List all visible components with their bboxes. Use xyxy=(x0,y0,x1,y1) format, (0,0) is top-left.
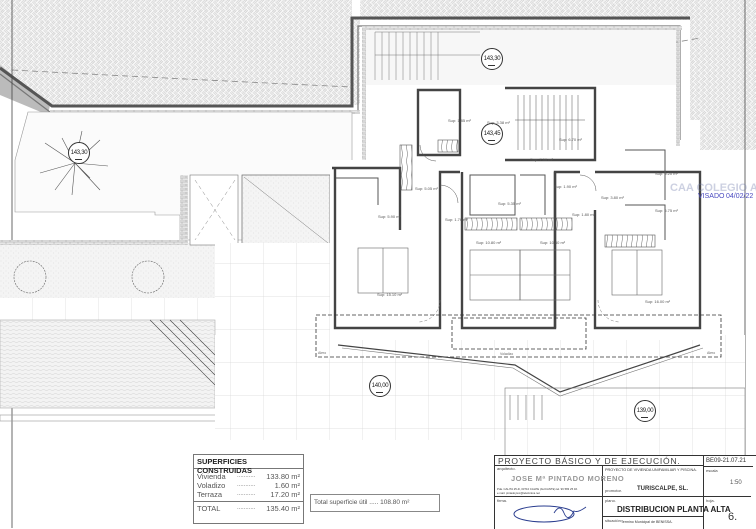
stamp-org: CAA COLEGIO ARQUITECTOS xyxy=(670,182,756,194)
title-block: PROYECTO BÁSICO Y DE EJECUCIÓN. BE09-21.… xyxy=(494,455,756,529)
project-cell: PROYECTO DE VIVIENDA UNIFAMILIAR Y PISCI… xyxy=(603,466,704,497)
room-area-corridor-3: Sup: 1.80 m² xyxy=(572,212,595,217)
room-area-dressing-3: Sup: 6.75 m² xyxy=(655,208,678,213)
surfaces-row: Terraza ........... 17.20 m² xyxy=(194,490,303,499)
useful-area-box: Total superficie útil ..... 108.80 m² xyxy=(310,494,440,512)
room-area-stair: Sup: 6.70 m² xyxy=(559,137,582,142)
room-area-bath-master: Sup: 5.90 m² xyxy=(378,214,401,219)
surfaces-row: Voladizo ........... 1.60 m² xyxy=(194,481,303,490)
location-value: Termino Municipal de BENISSA. xyxy=(621,520,673,524)
plan-label: plano. xyxy=(605,498,616,503)
surface-value: 1.60 m² xyxy=(274,481,300,490)
surface-dots: ........... xyxy=(237,505,256,511)
room-area-bedroom-2: Sup: 10.80 m² xyxy=(476,240,502,245)
sheet-cell: hoja. 6. xyxy=(704,497,751,529)
level-marker-pool: 139,00 xyxy=(634,400,656,422)
surface-total-value: 135.40 m² xyxy=(266,504,300,513)
voladizo-label: Voladizo xyxy=(500,352,513,356)
surface-value: 133.80 m² xyxy=(266,472,300,481)
alero-right-label: Alero xyxy=(707,351,715,355)
room-area-bath-2: Sup: 5.35 m² xyxy=(498,201,521,206)
surface-label: Voladizo xyxy=(197,481,226,490)
architect-name: JOSE Mª PINTADO MORENO xyxy=(511,474,625,483)
level-marker-terrace: 140,00 xyxy=(369,375,391,397)
plan-cell: plano. DISTRIBUCION PLANTA ALTA xyxy=(603,497,731,517)
sheet-label: hoja. xyxy=(706,498,715,503)
surface-total-label: TOTAL xyxy=(197,504,221,513)
terraces xyxy=(0,243,745,455)
visado-stamp: CAA COLEGIO ARQUITECTOS VISADO 04/02/22 xyxy=(670,180,756,220)
scale-value: 1:50 xyxy=(730,480,742,486)
surfaces-table: SUPERFICIES CONSTRUIDAS Vivienda .......… xyxy=(193,454,304,524)
promoter-label: promotor. xyxy=(605,488,622,493)
level-marker-top: 143,30 xyxy=(481,48,503,70)
project-phase: PROYECTO BÁSICO Y DE EJECUCIÓN. xyxy=(495,456,704,466)
room-area-landing: Sup: 7.50 m² xyxy=(530,157,553,162)
stamp-visado-date: 04/02/22 xyxy=(726,193,754,200)
scale-cell: escala 1:50 xyxy=(704,466,751,497)
stamp-visado-label: VISADO xyxy=(698,193,725,200)
room-area-bedroom-master: Sup: 15.10 m² xyxy=(377,292,403,297)
surface-dots: ........... xyxy=(237,491,256,497)
surface-dots: ........... xyxy=(237,482,256,488)
signature-cell: firma. xyxy=(495,497,603,529)
sheet-number: 6. xyxy=(728,511,738,523)
room-area-corridor-1: Sup: 1.70 m² xyxy=(445,217,468,222)
house-upper-floor xyxy=(330,85,705,340)
promoter-value: TURISCALPE, SL. xyxy=(637,486,689,492)
room-area-bedroom-4: Sup: 16.00 m² xyxy=(645,299,671,304)
room-area-dressing-1: Sup: 5.05 m² xyxy=(415,186,438,191)
room-area-bath-1: Sup: 1.85 m² xyxy=(448,118,471,123)
plan-title: DISTRIBUCION PLANTA ALTA xyxy=(617,505,731,514)
architect-label: arquitecto. xyxy=(497,466,516,471)
architect-cell: arquitecto. JOSE Mª PINTADO MORENO Pda. … xyxy=(495,466,624,497)
room-area-bedroom-3: Sup: 10.80 m² xyxy=(540,240,566,245)
surface-label: Terraza xyxy=(197,490,223,499)
architect-contact: Pda. CALITA 25-D, 03710 CALPE (ALICANTE)… xyxy=(497,487,578,491)
room-area-corridor-2: Sup: 1.90 m² xyxy=(554,184,577,189)
eaves-outline xyxy=(315,314,746,459)
alero-left-label: Alero xyxy=(318,351,326,355)
room-area-bath-3: Sup: 5.20 m² xyxy=(655,171,678,176)
architect-email: e.mail. pintadoytoc@telefonica.net xyxy=(497,491,540,495)
location-cell: situación. Termino Municipal de BENISSA. xyxy=(603,517,704,529)
level-marker-hall: 143,45 xyxy=(481,123,503,145)
planter xyxy=(0,174,331,298)
project-description: PROYECTO DE VIVIENDA UNIFAMILIAR Y PISCI… xyxy=(605,468,697,472)
location-label: situación. xyxy=(605,518,622,523)
surface-dots: ........... xyxy=(237,473,256,479)
surface-value: 17.20 m² xyxy=(270,490,300,499)
level-marker-garden: 143,30 xyxy=(68,142,90,164)
signature-icon xyxy=(513,505,587,523)
room-area-hall-right: Sup: 3.80 m² xyxy=(601,195,624,200)
surface-label: Vivienda xyxy=(197,472,226,481)
surfaces-table-header: SUPERFICIES CONSTRUIDAS xyxy=(194,455,303,475)
surfaces-row: Vivienda ........... 133.80 m² xyxy=(194,472,303,481)
surfaces-total-row: TOTAL ........... 135.40 m² xyxy=(194,501,303,513)
room-area-hall-upper: Sup: 3.38 m² xyxy=(487,120,510,125)
scale-label: escala xyxy=(706,468,718,473)
signature-label: firma. xyxy=(497,498,507,503)
drawing-reference: BE09-21.07.21 xyxy=(704,456,753,467)
